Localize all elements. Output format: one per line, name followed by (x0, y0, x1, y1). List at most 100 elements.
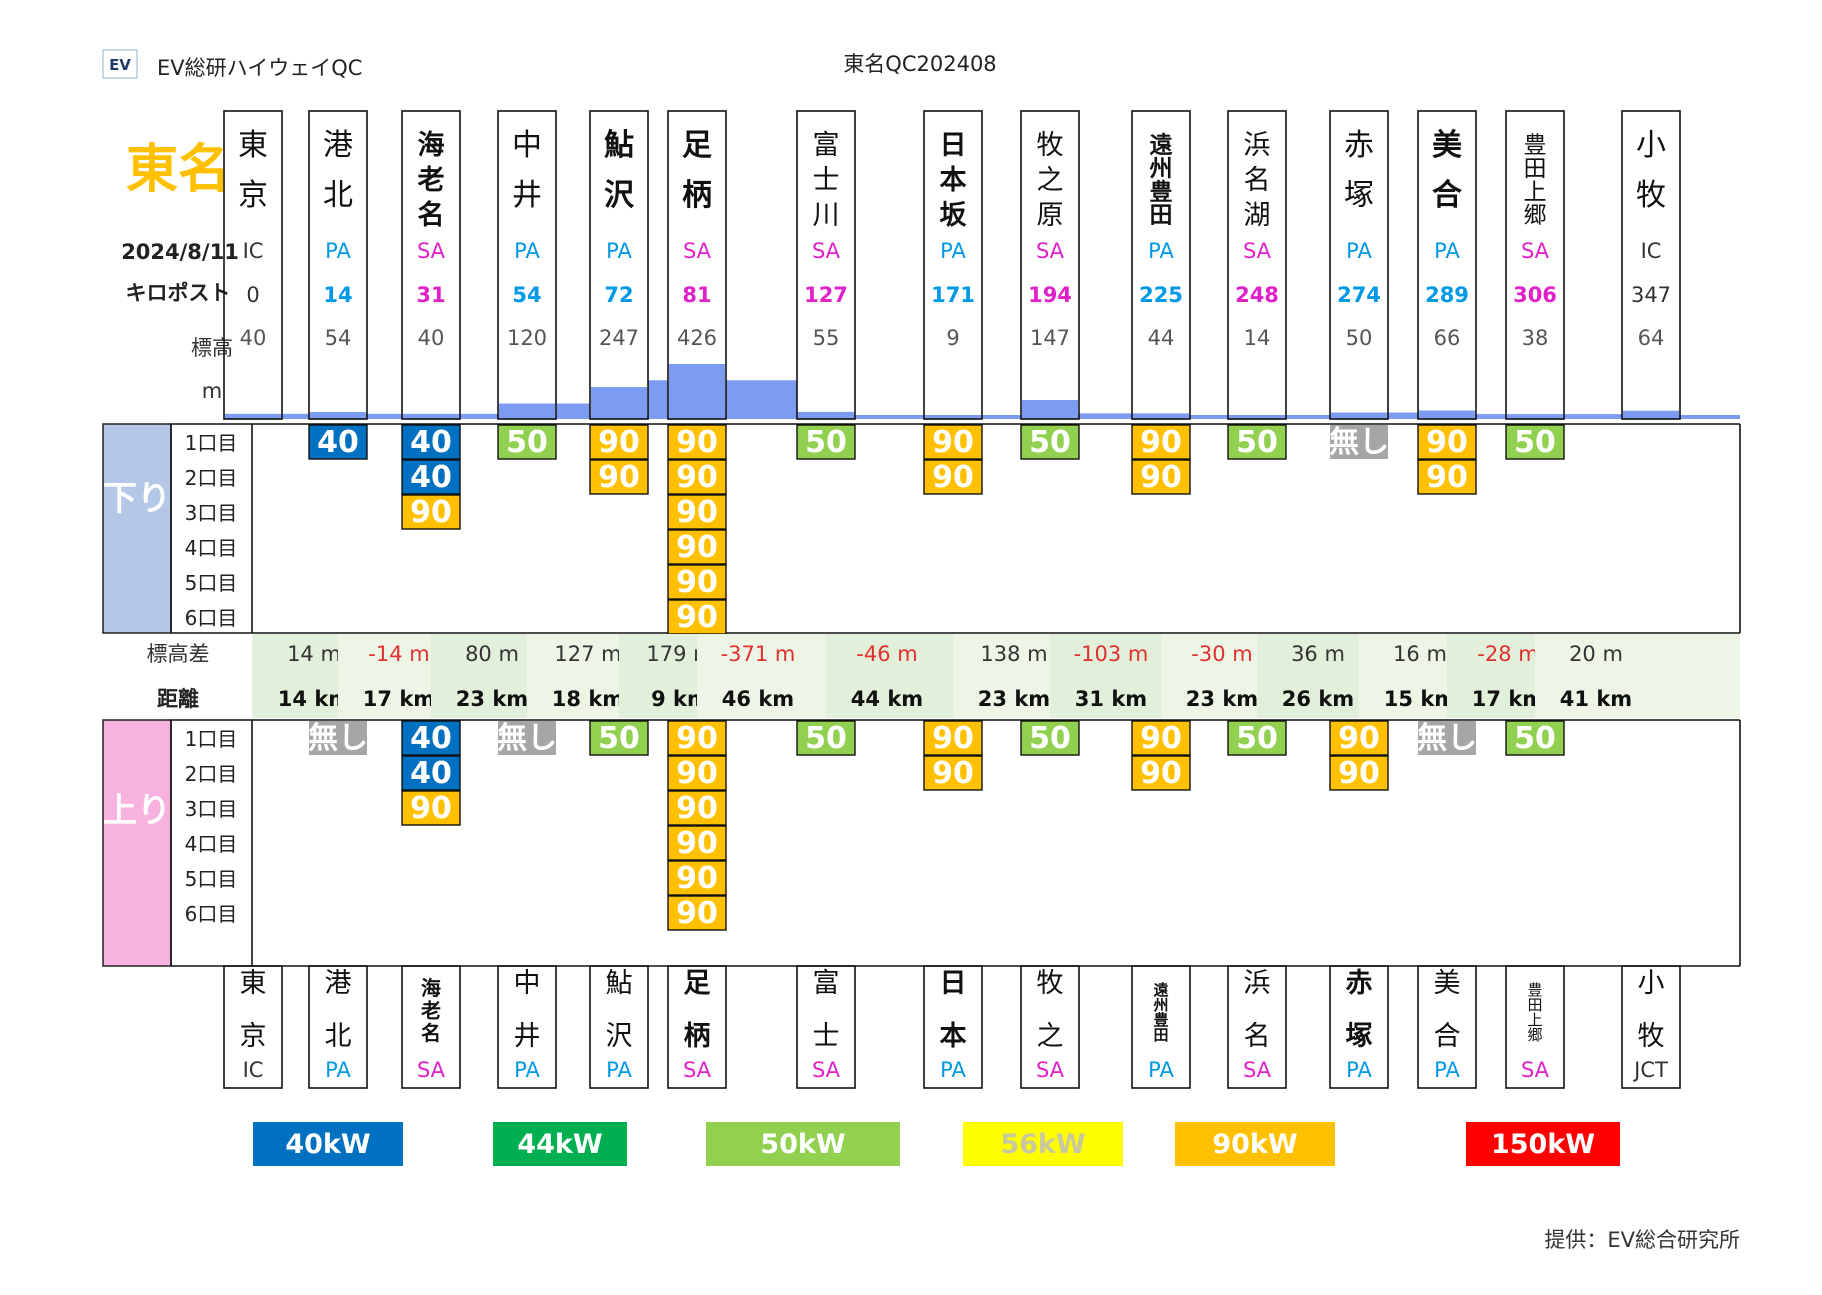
down-charger-cell: 50 (1505, 424, 1565, 460)
legend-label: 56kW (1000, 1129, 1085, 1160)
station-type: PA (1148, 239, 1174, 263)
kilopost-value: 306 (1513, 283, 1557, 307)
station-column-top (1505, 110, 1565, 420)
down-charger-fill (923, 459, 983, 495)
down-charger-fill (1131, 459, 1191, 495)
bottom-station-name-char: 中 (514, 968, 541, 999)
up-charger-cell: 50 (1020, 720, 1080, 756)
station-column-bottom (1227, 965, 1287, 1089)
up-charger-kw: 90 (1140, 756, 1182, 791)
legend-item: 56kW (963, 1122, 1123, 1166)
up-charger-fill (667, 790, 727, 826)
up-charger-cell: 40 (401, 720, 461, 756)
down-charger-cell: 90 (667, 564, 727, 600)
bottom-station-type: SA (812, 1058, 841, 1082)
kilopost-value: 225 (1139, 283, 1183, 307)
up-charger-fill (401, 755, 461, 791)
down-charger-fill (401, 459, 461, 495)
station-frame (1131, 110, 1191, 420)
station-column-bottom (1329, 965, 1389, 1089)
bottom-station-name-char: 塚 (1346, 1021, 1373, 1052)
up-charger-cell: 90 (1329, 755, 1389, 791)
kilopost-value: 14 (323, 283, 352, 307)
station-column-top (667, 110, 727, 420)
elevation-bar (310, 412, 366, 419)
up-charger-cell: 90 (667, 825, 727, 861)
elevation-diff: 20 m (1569, 642, 1623, 666)
down-charger-cell: 50 (1227, 424, 1287, 460)
legend-swatch (493, 1122, 627, 1166)
segment-band (252, 634, 338, 718)
up-slot-label: 5口目 (185, 867, 238, 891)
station-name-char: 名 (1244, 165, 1271, 196)
down-charger-cell: 50 (497, 424, 557, 460)
segment-band (953, 634, 1050, 718)
up-charger-cell: 90 (923, 720, 983, 756)
up-charger-kw: 90 (676, 861, 718, 896)
station-name-char: 牧 (1636, 178, 1666, 213)
station-name-char: 田 (1150, 203, 1173, 229)
elevation-diff: 36 m (1291, 642, 1345, 666)
station-name-char: 日 (940, 130, 967, 161)
station-name-char: 中 (512, 128, 542, 163)
elevation-segment (1079, 413, 1132, 419)
elevation-segment (648, 380, 668, 419)
bottom-station-name-char: 小 (1638, 968, 1665, 999)
up-charger-cell: 40 (401, 755, 461, 791)
segment-band (619, 634, 697, 718)
station-name-char: 柄 (682, 178, 712, 213)
up-charger-fill (401, 790, 461, 826)
kilopost-value: 0 (246, 283, 259, 307)
down-charger-kw: 90 (676, 600, 718, 635)
bottom-station-type: PA (940, 1058, 966, 1082)
station-name-char: 沢 (604, 178, 635, 213)
station-name-char: 赤 (1344, 128, 1374, 163)
segment-band (1050, 634, 1161, 718)
up-charger-kw: 90 (676, 721, 718, 756)
down-charger-kw: 50 (805, 425, 847, 460)
down-charger-cell: 無し (1329, 425, 1389, 460)
bottom-station-name-char: 浜 (1244, 968, 1271, 999)
elevation-diff: -14 m (368, 642, 429, 666)
up-charger-fill (923, 720, 983, 756)
station-frame (308, 110, 368, 420)
up-charger-fill (589, 720, 649, 756)
station-frame (497, 965, 557, 1089)
down-charger-cell: 90 (923, 424, 983, 460)
station-frame (1329, 965, 1389, 1089)
station-frame (923, 965, 983, 1089)
bottom-station-name-char: 田 (1527, 996, 1542, 1014)
station-column-bottom (1020, 965, 1080, 1089)
up-charger-fill (667, 755, 727, 791)
down-charger-kw: 90 (410, 495, 452, 530)
up-charger-cell: 50 (589, 720, 649, 756)
up-charger-cell: 無し (497, 721, 557, 756)
elevation-value: 120 (507, 326, 547, 350)
bottom-station-name-char: 田 (1153, 1026, 1168, 1044)
kilopost-value: 54 (512, 283, 541, 307)
segment-distance: 15 km (1384, 687, 1456, 711)
elevation-segment (726, 380, 797, 419)
bottom-station-type: PA (325, 1058, 351, 1082)
kilopost-value: 248 (1235, 283, 1279, 307)
station-frame (796, 965, 856, 1089)
up-charger-cell: 90 (667, 790, 727, 826)
up-charger-fill (1227, 720, 1287, 756)
up-charger-cell: 無し (1417, 721, 1477, 756)
up-charger-cell: 90 (667, 895, 727, 931)
station-frame (1417, 110, 1477, 420)
station-frame (401, 965, 461, 1089)
down-charger-kw: 90 (1140, 425, 1182, 460)
up-charger-cell: 90 (667, 860, 727, 896)
elevation-segment (1476, 414, 1506, 419)
legend-swatch (1466, 1122, 1620, 1166)
kilopost-value: 31 (416, 283, 445, 307)
elevation-bar (591, 387, 647, 419)
station-column-bottom (796, 965, 856, 1089)
legend-label: 50kW (760, 1129, 845, 1160)
elevation-diff: -46 m (856, 642, 917, 666)
elevation-value: 55 (813, 326, 840, 350)
elevation-bar (403, 413, 459, 419)
segment-distance: 23 km (456, 687, 528, 711)
station-frame (796, 110, 856, 420)
